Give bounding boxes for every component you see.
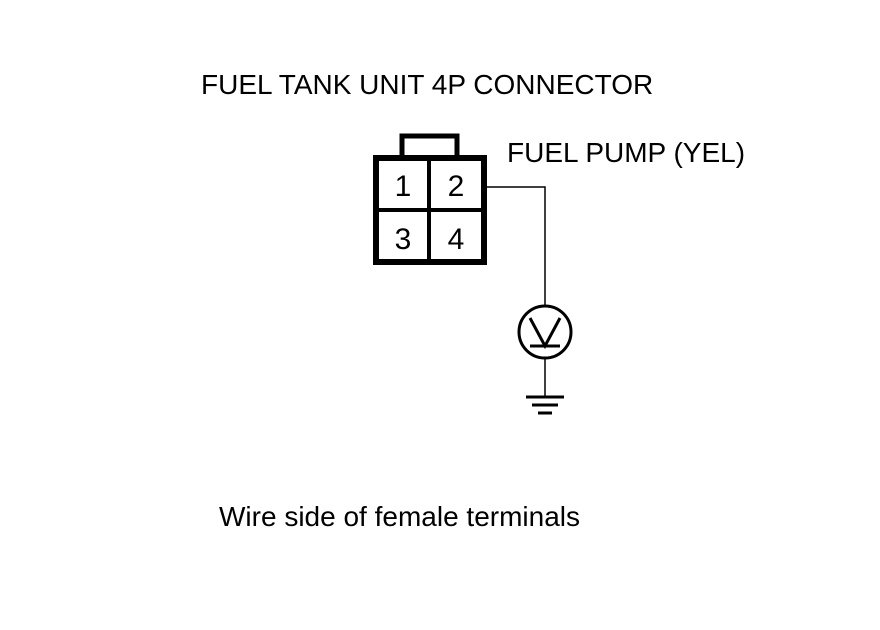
wire-fuel-pump <box>484 186 546 307</box>
pin-1-label: 1 <box>395 170 412 203</box>
voltmeter-icon <box>517 304 573 360</box>
pin-4-label: 4 <box>448 223 465 256</box>
pin-2-label: 2 <box>448 170 465 203</box>
connector-lock-tab <box>399 133 460 161</box>
connector-4p: 1 2 3 4 <box>373 133 487 265</box>
pin-3-label: 3 <box>395 223 412 256</box>
wire-label-fuel-pump: FUEL PUMP (YEL) <box>507 137 746 168</box>
diagram-title: FUEL TANK UNIT 4P CONNECTOR <box>201 69 654 100</box>
ground-icon <box>526 395 564 415</box>
voltmeter-circle <box>517 304 573 360</box>
diagram-caption: Wire side of female terminals <box>219 501 581 532</box>
